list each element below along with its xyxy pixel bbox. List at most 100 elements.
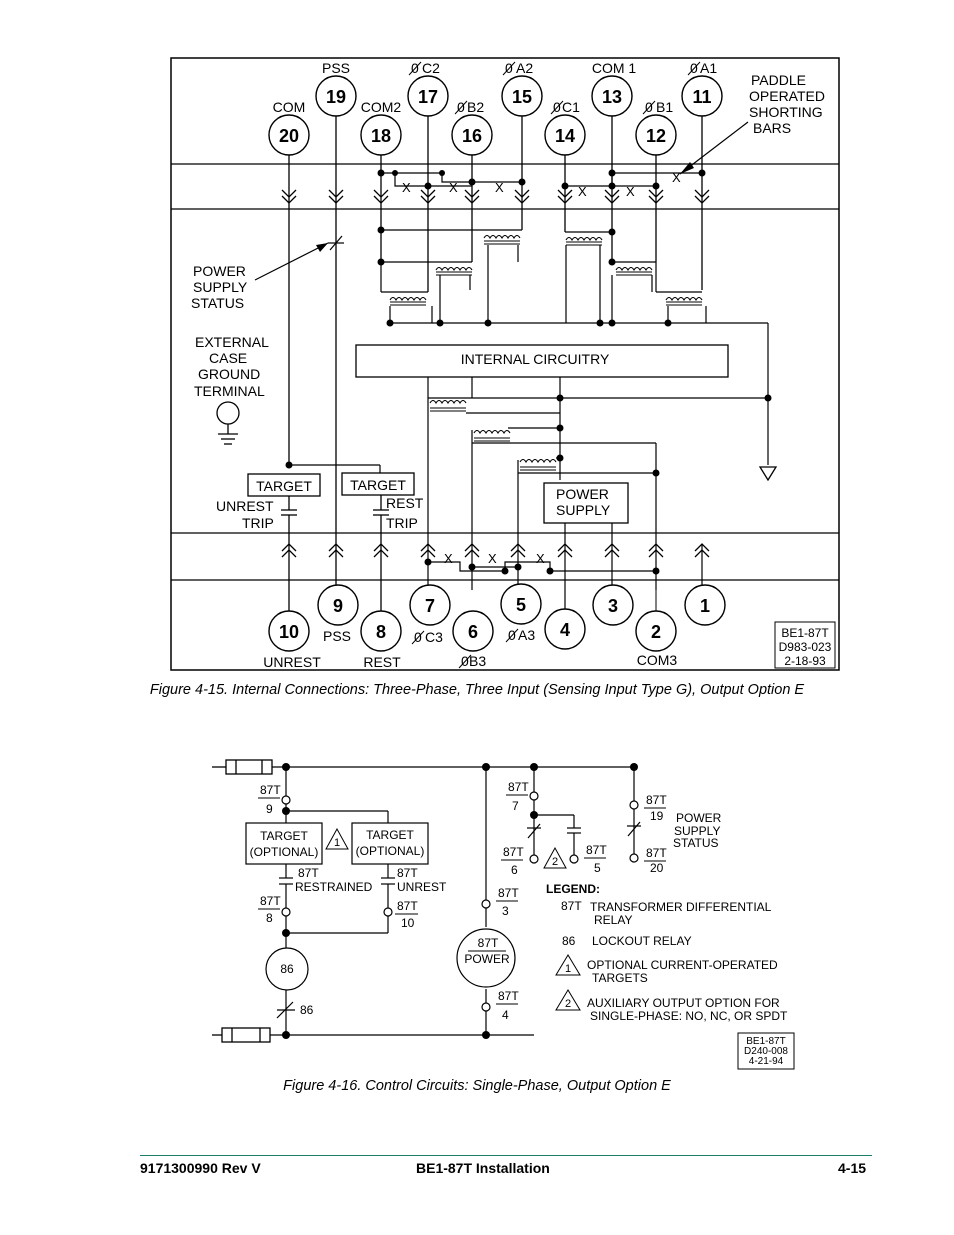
- lockout-relay-coil: [265, 947, 309, 991]
- svg-text:B2: B2: [467, 99, 484, 115]
- svg-text:(OPTIONAL): (OPTIONAL): [250, 845, 319, 859]
- power-supply-status-label: POWER SUPPLY STATUS: [191, 263, 248, 311]
- top-terminal-17: 17 C2 0: [407, 60, 449, 117]
- svg-text:A1: A1: [700, 60, 717, 76]
- svg-text:11: 11: [692, 87, 711, 107]
- svg-text:6: 6: [468, 622, 478, 642]
- svg-text:REST: REST: [363, 654, 401, 670]
- svg-text:CASE: CASE: [209, 350, 247, 366]
- svg-text:7: 7: [425, 596, 435, 616]
- svg-text:LOCKOUT RELAY: LOCKOUT RELAY: [592, 934, 692, 948]
- ground-terminal-icon: [216, 401, 240, 445]
- top-terminal-20: 20 COM: [268, 99, 310, 156]
- svg-text:TRIP: TRIP: [242, 515, 274, 531]
- svg-text:17: 17: [418, 87, 438, 107]
- svg-text:X: X: [402, 180, 411, 195]
- svg-text:87T: 87T: [260, 894, 281, 908]
- svg-text:87T: 87T: [498, 886, 519, 900]
- svg-text:RESTRAINED: RESTRAINED: [295, 880, 373, 894]
- svg-text:UNREST: UNREST: [216, 498, 274, 514]
- svg-text:87T: 87T: [397, 899, 418, 913]
- diagram-frame: [170, 57, 840, 671]
- svg-text:OPTIONAL CURRENT-OPERATED: OPTIONAL CURRENT-OPERATED: [587, 958, 778, 972]
- top-terminal-12: 12 B1 0: [635, 99, 677, 156]
- bottom-terminal-10: 10 UNREST: [263, 590, 321, 670]
- svg-text:87T: 87T: [397, 866, 418, 880]
- svg-text:20: 20: [650, 861, 664, 875]
- svg-text:19: 19: [326, 87, 346, 107]
- note-1-triangle-icon: [325, 827, 349, 850]
- svg-text:PSS: PSS: [323, 628, 351, 644]
- svg-text:(OPTIONAL): (OPTIONAL): [356, 844, 425, 858]
- svg-text:TARGETS: TARGETS: [592, 971, 648, 985]
- svg-text:X: X: [449, 180, 458, 195]
- svg-text:INTERNAL CIRCUITRY: INTERNAL CIRCUITRY: [461, 351, 610, 367]
- bottom-terminal-3: 3: [592, 584, 634, 626]
- svg-text:POWER: POWER: [464, 952, 510, 966]
- svg-text:BARS: BARS: [753, 120, 791, 136]
- svg-text:LEGEND:: LEGEND:: [546, 882, 600, 896]
- svg-text:A2: A2: [516, 60, 533, 76]
- svg-text:5: 5: [594, 861, 601, 875]
- svg-text:18: 18: [371, 126, 391, 146]
- svg-text:UNREST: UNREST: [263, 654, 321, 670]
- svg-text:TARGET: TARGET: [366, 828, 414, 842]
- svg-text:B1: B1: [656, 99, 673, 115]
- svg-text:X: X: [672, 170, 681, 185]
- top-terminal-13: 13 COM 1: [591, 60, 637, 117]
- svg-text:87T: 87T: [646, 846, 667, 860]
- power-coil: [456, 928, 516, 988]
- svg-text:86: 86: [562, 934, 576, 948]
- svg-text:12: 12: [646, 126, 666, 146]
- svg-text:87T: 87T: [646, 793, 667, 807]
- svg-text:87T: 87T: [498, 989, 519, 1003]
- svg-text:87T: 87T: [586, 843, 607, 857]
- top-terminal-14: 14 C1 0: [544, 99, 586, 156]
- svg-text:1: 1: [565, 963, 571, 975]
- svg-text:STATUS: STATUS: [673, 836, 719, 850]
- svg-text:POWER: POWER: [193, 263, 246, 279]
- top-terminal-18: 18 COM2: [360, 99, 402, 156]
- svg-text:4-21-94: 4-21-94: [749, 1056, 784, 1067]
- svg-text:15: 15: [512, 87, 532, 107]
- svg-text:X: X: [488, 551, 497, 566]
- chassis-ground-icon: [758, 466, 778, 482]
- footer-title: BE1-87T Installation: [416, 1160, 550, 1176]
- svg-text:TERMINAL: TERMINAL: [194, 383, 265, 399]
- target-box-unrest: [247, 473, 321, 497]
- top-terminal-15: 15 A2 0: [501, 60, 543, 117]
- drawing-id-box-2: [737, 1032, 795, 1070]
- svg-text:1: 1: [334, 837, 340, 849]
- svg-text:D240-008: D240-008: [744, 1046, 788, 1057]
- svg-text:87T: 87T: [478, 936, 499, 950]
- power-supply-box: [543, 482, 629, 524]
- svg-text:TARGET: TARGET: [350, 477, 406, 493]
- svg-text:16: 16: [462, 126, 482, 146]
- svg-text:TRANSFORMER DIFFERENTIAL: TRANSFORMER DIFFERENTIAL: [590, 900, 772, 914]
- svg-text:14: 14: [555, 126, 575, 146]
- bottom-terminal-4: 4: [544, 608, 586, 650]
- target-box-rest: [341, 472, 415, 496]
- svg-text:2: 2: [565, 998, 571, 1010]
- svg-text:8: 8: [266, 911, 273, 925]
- top-terminal-11: 11 A1 0: [681, 60, 723, 117]
- svg-text:STATUS: STATUS: [191, 295, 244, 311]
- svg-text:COM: COM: [273, 99, 306, 115]
- control-circuits-diagram: TARGET (OPTIONAL) TARGET (OPTIONAL) 1 87…: [212, 759, 795, 1070]
- svg-text:COM 1: COM 1: [592, 60, 637, 76]
- svg-text:OPERATED: OPERATED: [749, 88, 825, 104]
- bottom-terminal-2: 2 COM3: [635, 590, 677, 668]
- svg-text:BE1-87T: BE1-87T: [746, 1036, 785, 1047]
- svg-text:9: 9: [266, 802, 273, 816]
- svg-text:8: 8: [376, 622, 386, 642]
- footer-doc-number: 9171300990 Rev V: [140, 1160, 261, 1176]
- svg-text:20: 20: [279, 126, 299, 146]
- svg-text:SHORTING: SHORTING: [749, 104, 823, 120]
- svg-text:COM2: COM2: [361, 99, 402, 115]
- svg-text:TARGET: TARGET: [256, 478, 312, 494]
- svg-text:AUXILIARY OUTPUT OPTION FOR: AUXILIARY OUTPUT OPTION FOR: [587, 996, 780, 1010]
- svg-text:2-18-93: 2-18-93: [784, 654, 826, 668]
- internal-circuitry-box: [355, 344, 729, 378]
- svg-text:TARGET: TARGET: [260, 829, 308, 843]
- drawing-id-box-1: [774, 621, 836, 669]
